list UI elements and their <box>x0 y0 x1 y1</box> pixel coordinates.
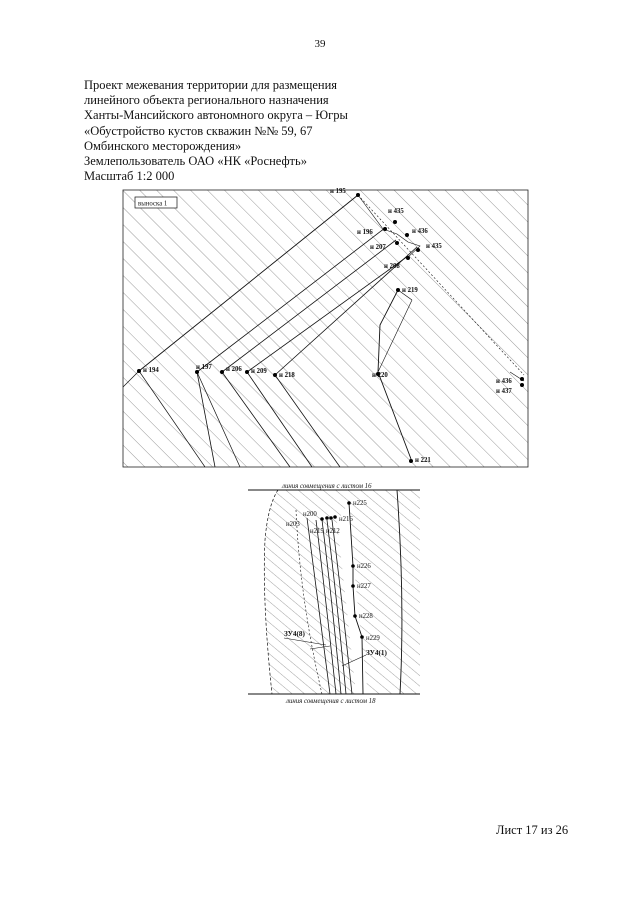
boundary-line <box>274 374 341 467</box>
title-line: Землепользователь ОАО «НК «Роснефть» <box>84 154 307 169</box>
point-marker <box>393 220 397 224</box>
point-marker <box>137 369 141 373</box>
inset-box <box>134 196 178 209</box>
point-marker <box>416 248 420 252</box>
point-label: н 435 <box>426 243 442 250</box>
point-label: н212 <box>326 528 340 535</box>
boundary-line <box>138 194 359 372</box>
point-label: н 437 <box>496 388 512 395</box>
point-marker <box>383 227 387 231</box>
point-marker <box>405 233 409 237</box>
point-marker <box>347 501 351 505</box>
point-label: н 221 <box>415 457 431 464</box>
point-marker <box>320 517 324 521</box>
boundary-line <box>246 371 313 467</box>
point-marker <box>329 516 333 520</box>
point-label: н 436 <box>496 378 512 385</box>
boundary-line <box>196 227 386 373</box>
point-label: н 436 <box>412 228 428 235</box>
point-label: н203 <box>286 521 300 528</box>
title-line: Ханты-Мансийского автономного округа – Ю… <box>84 108 348 123</box>
point-marker <box>406 256 410 260</box>
point-label: н 208 <box>384 263 400 270</box>
point-marker <box>356 193 360 197</box>
inset-label: выноска 1 <box>138 201 167 208</box>
boundary-line <box>221 371 291 467</box>
point-marker <box>520 377 524 381</box>
point-marker <box>376 372 380 376</box>
point-marker <box>273 373 277 377</box>
point-marker <box>351 584 355 588</box>
point-marker <box>353 614 357 618</box>
point-marker <box>333 515 337 519</box>
boundary-line <box>196 371 216 467</box>
point-marker <box>220 370 224 374</box>
point-label: н215 <box>310 528 324 535</box>
sheet-number: Лист 17 из 26 <box>496 823 569 837</box>
point-label: н216 <box>339 516 353 523</box>
point-label: н 207 <box>370 244 386 251</box>
point-label: н 435 <box>388 208 404 215</box>
document-title: Проект межевания территории для размещен… <box>84 78 414 184</box>
point-marker <box>409 459 413 463</box>
point-label: н 197 <box>196 364 212 371</box>
point-label: н 206 <box>226 366 242 373</box>
point-marker <box>395 241 399 245</box>
point-label: н 209 <box>251 368 267 375</box>
point-label: н228 <box>359 613 373 620</box>
bottom-map <box>263 490 420 694</box>
seam-line-bottom-label: линия совмещения с листом 18 <box>285 698 376 705</box>
zone-label: ЗУ4(1) <box>366 649 387 657</box>
point-label: н 220 <box>372 372 388 379</box>
point-marker <box>245 370 249 374</box>
point-label: н226 <box>357 563 371 570</box>
scale-line: Масштаб 1:2 000 <box>84 169 175 184</box>
point-label: н 219 <box>402 287 418 294</box>
point-label: н227 <box>357 583 371 590</box>
point-label: н 196 <box>357 229 373 236</box>
point-label: н 194 <box>143 367 159 374</box>
title-line: Омбинского месторождения» <box>84 138 242 153</box>
bottom-map-hatch <box>264 490 420 694</box>
point-label: н229 <box>366 635 380 642</box>
boundary-line <box>123 370 140 388</box>
seam-line-top-label: линия совмещения с листом 16 <box>281 483 372 490</box>
title-line: линейного объекта регионального назначен… <box>84 93 329 108</box>
point-marker <box>360 635 364 639</box>
point-marker <box>325 516 329 520</box>
zone-label: ЗУ4(8) <box>284 630 305 638</box>
point-label: н225 <box>353 500 367 507</box>
point-marker <box>520 383 524 387</box>
point-marker <box>396 288 400 292</box>
point-label: н 195 <box>330 188 346 195</box>
boundary-line <box>246 255 409 373</box>
title-line: Проект межевания территории для размещен… <box>84 78 338 92</box>
point-marker <box>351 564 355 568</box>
top-map-hatch <box>122 189 529 468</box>
boundary-line <box>274 246 418 376</box>
boundary-line <box>221 239 397 373</box>
page-number: 39 <box>314 38 326 50</box>
title-line: «Обустройство кустов скважин №№ 59, 67 <box>84 123 313 138</box>
point-marker <box>195 370 199 374</box>
point-label: н200 <box>303 511 317 518</box>
boundary-line <box>377 289 412 460</box>
point-label: н 218 <box>279 372 295 379</box>
